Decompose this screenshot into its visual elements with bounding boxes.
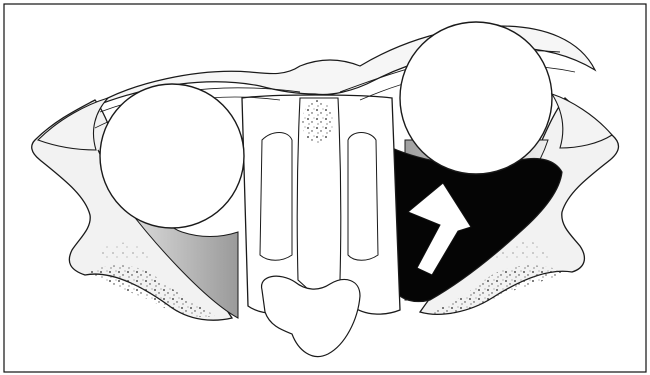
crista-galli-stipple: [302, 100, 334, 144]
left-ethmoid-cell: [260, 133, 292, 261]
right-ethmoid-cell: [348, 133, 378, 261]
right-eyeball: [400, 22, 552, 174]
left-eyeball: [100, 84, 244, 228]
